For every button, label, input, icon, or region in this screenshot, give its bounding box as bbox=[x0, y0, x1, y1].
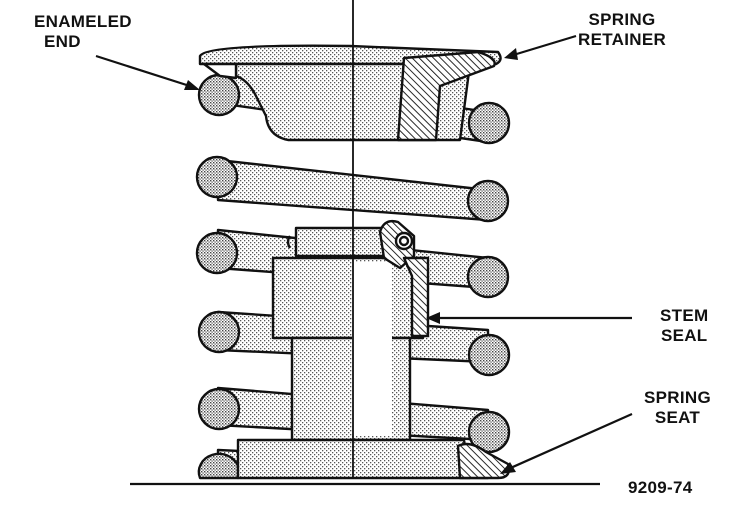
label-spring-seat: SPRING SEAT bbox=[644, 388, 711, 428]
coil-section-left bbox=[197, 310, 241, 354]
arrow-head bbox=[426, 312, 440, 324]
arrow-heads bbox=[184, 48, 518, 474]
label-spring-retainer-line1: SPRING bbox=[588, 10, 656, 29]
leader-spring-retainer bbox=[509, 34, 577, 58]
spring-seat bbox=[236, 438, 511, 480]
coil-section-right bbox=[466, 255, 510, 299]
stem-lower bbox=[290, 336, 412, 442]
coil-section-left-bottom bbox=[197, 452, 240, 480]
stem-seal-lip bbox=[402, 256, 430, 338]
coil-section-right bbox=[467, 101, 511, 145]
stem-collar bbox=[271, 256, 425, 340]
coil-section-right bbox=[467, 333, 511, 377]
label-stem-seal-line2: SEAL bbox=[660, 326, 708, 345]
stem-seal bbox=[378, 219, 430, 338]
label-stem-seal: STEM SEAL bbox=[660, 306, 708, 346]
label-enameled-end-line1: ENAMELED bbox=[34, 12, 132, 31]
retainer-cutaway bbox=[396, 50, 496, 142]
coil-section-right bbox=[467, 410, 511, 454]
leader-lines bbox=[95, 34, 633, 472]
arrow-head bbox=[500, 462, 516, 474]
coil-section-left bbox=[197, 387, 241, 431]
spring-seat-plate bbox=[236, 438, 472, 480]
coil-sections bbox=[195, 73, 511, 480]
label-spring-retainer-line2: RETAINER bbox=[578, 30, 667, 49]
figure-number: 9209-74 bbox=[628, 478, 693, 497]
arrow-head bbox=[184, 80, 200, 90]
coil-section-left bbox=[195, 155, 239, 199]
label-spring-retainer: SPRING RETAINER bbox=[578, 10, 666, 50]
arrow-head bbox=[504, 48, 518, 60]
leader-enameled-end bbox=[95, 54, 197, 90]
stem-highlight bbox=[352, 262, 392, 436]
coil-section-left bbox=[195, 231, 239, 275]
valve-stem bbox=[271, 226, 425, 442]
label-stem-seal-line1: STEM bbox=[660, 306, 709, 325]
label-enameled-end: ENAMELED END bbox=[34, 12, 132, 52]
spring-seat-section bbox=[456, 442, 511, 480]
coil-section-left bbox=[197, 73, 241, 117]
retainer-enameled-tip bbox=[202, 62, 238, 80]
leader-spring-seat bbox=[505, 412, 633, 472]
coil-section-right bbox=[466, 179, 510, 223]
label-enameled-end-line2: END bbox=[44, 32, 81, 51]
label-spring-seat-line1: SPRING bbox=[644, 388, 711, 407]
label-spring-seat-line2: SEAT bbox=[654, 408, 701, 427]
